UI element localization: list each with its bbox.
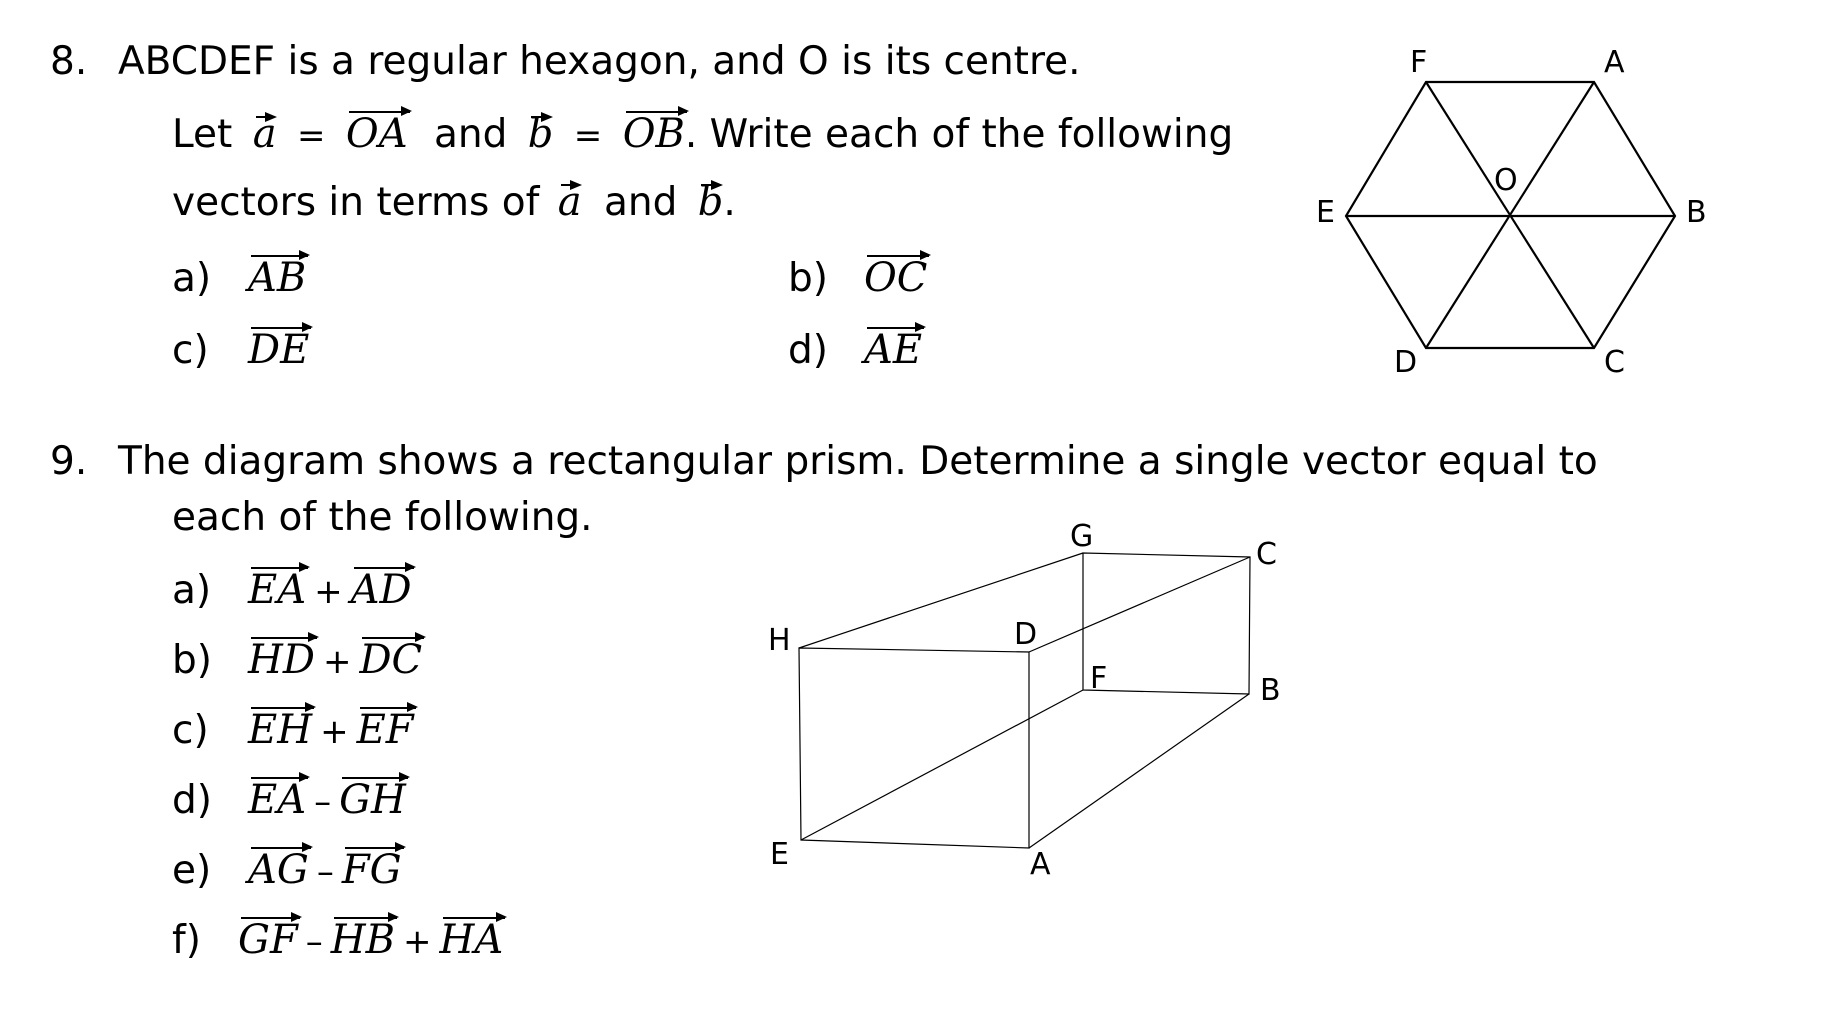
q9-part-f-term-2: HB bbox=[331, 912, 400, 964]
q9-part-d-term-2: GH bbox=[339, 772, 410, 824]
q9-part-a-term-2: AD bbox=[351, 562, 416, 614]
q8-part-a: a) AB bbox=[172, 250, 311, 303]
vector-a-symbol: a bbox=[252, 111, 277, 157]
q8-part-d: d) AE bbox=[788, 322, 927, 375]
q9-line1: 9. The diagram shows a rectangular prism.… bbox=[50, 438, 1598, 486]
prism-label-D: D bbox=[1014, 617, 1037, 652]
q8-part-b-label: b) bbox=[788, 256, 828, 301]
hexagon-label-B: B bbox=[1686, 195, 1707, 230]
q8-line3: vectors in terms of a and b. bbox=[172, 178, 736, 227]
prism-back-face bbox=[1082, 552, 1251, 695]
hexagon-label-O: O bbox=[1494, 163, 1518, 198]
prism-label-B: B bbox=[1260, 673, 1281, 708]
q9-part-e-term-1: AG bbox=[248, 842, 313, 894]
q9-part-a-label: a) bbox=[172, 568, 212, 613]
q8-statement: ABCDEF is a regular hexagon, and O is it… bbox=[118, 39, 1081, 84]
q9-part-e-op-1: – bbox=[316, 852, 334, 892]
vector-OB: OB bbox=[623, 106, 690, 158]
q9-part-c-label: c) bbox=[172, 708, 209, 753]
vector-b-symbol-2: b bbox=[697, 179, 724, 225]
q9-part-d-label: d) bbox=[172, 778, 212, 823]
vector-OA: OA bbox=[346, 106, 412, 158]
q9-part-b-term-1: HD bbox=[248, 632, 319, 684]
q8-part-a-label: a) bbox=[172, 256, 212, 301]
hexagon-label-F: F bbox=[1410, 45, 1427, 80]
q8-period: . bbox=[723, 180, 736, 225]
q9-statement: The diagram shows a rectangular prism. D… bbox=[118, 439, 1598, 484]
prism-edge-HG bbox=[798, 552, 1084, 649]
q8-line2: Let a = OA and b = OB. Write each of the… bbox=[172, 106, 1233, 160]
q8-part-c-label: c) bbox=[172, 328, 209, 373]
hexagon-label-D: D bbox=[1394, 345, 1417, 380]
q9-line2: each of the following. bbox=[172, 494, 593, 542]
q9-part-c-term-2: EF bbox=[357, 702, 418, 754]
q8-write-text: . Write each of the following bbox=[684, 112, 1234, 157]
q8-part-d-vector: AE bbox=[864, 322, 927, 374]
q9-statement-2: each of the following. bbox=[172, 495, 593, 540]
q8-part-b: b) OC bbox=[788, 250, 932, 303]
prism-edge-DC bbox=[1028, 556, 1251, 653]
q8-part-a-vector: AB bbox=[248, 250, 311, 302]
q9-part-a-term-1: EA bbox=[248, 562, 311, 614]
q8-number: 8. bbox=[50, 39, 88, 84]
q9-part-f-op-2: + bbox=[403, 922, 432, 962]
q9-part-b-label: b) bbox=[172, 638, 212, 683]
hexagon-label-C: C bbox=[1604, 345, 1625, 380]
hexagon-diagonal-AD bbox=[1425, 81, 1595, 349]
q9-part-c-term-1: EH bbox=[248, 702, 317, 754]
q9-part-f-term-1: GF bbox=[238, 912, 302, 964]
q9-part-e: e) AG–FG bbox=[172, 842, 406, 896]
vector-b-symbol: b bbox=[527, 111, 554, 157]
q8-terms-text: vectors in terms of bbox=[172, 180, 540, 225]
q8-part-b-vector: OC bbox=[864, 250, 932, 302]
q9-part-f-op-1: – bbox=[305, 922, 323, 962]
q9-part-c: c) EH+EF bbox=[172, 702, 418, 756]
q9-part-e-label: e) bbox=[172, 848, 212, 893]
q8-part-c-vector: DE bbox=[248, 322, 314, 374]
prism-edge-EF bbox=[800, 689, 1084, 841]
q9-part-f: f) GF–HB+HA bbox=[172, 912, 508, 966]
q9-part-d-op-1: – bbox=[314, 782, 332, 822]
q9-part-f-label: f) bbox=[172, 918, 201, 963]
prism-label-F: F bbox=[1090, 661, 1107, 696]
vector-a-symbol-2: a bbox=[557, 179, 582, 225]
prism-label-C: C bbox=[1256, 537, 1277, 572]
prism-edge-AB bbox=[1028, 693, 1250, 849]
hexagon-label-E: E bbox=[1316, 195, 1335, 230]
q9-part-c-op-1: + bbox=[320, 712, 349, 752]
q9-part-d-term-1: EA bbox=[248, 772, 311, 824]
q9-part-a-op-1: + bbox=[314, 572, 343, 612]
q8-line1: 8. ABCDEF is a regular hexagon, and O is … bbox=[50, 38, 1081, 86]
q9-part-b-term-2: DC bbox=[359, 632, 426, 684]
q8-part-d-label: d) bbox=[788, 328, 828, 373]
prism-front-face bbox=[798, 647, 1030, 849]
q8-equals-2: = bbox=[573, 116, 603, 156]
q8-part-c: c) DE bbox=[172, 322, 314, 375]
prism-label-G: G bbox=[1070, 519, 1093, 554]
q8-and-text-2: and bbox=[603, 180, 678, 225]
q9-part-d: d) EA–GH bbox=[172, 772, 410, 826]
q9-part-f-term-3: HA bbox=[440, 912, 508, 964]
prism-label-A: A bbox=[1030, 847, 1051, 882]
q8-and-text-1: and bbox=[434, 112, 508, 157]
q9-part-a: a) EA+AD bbox=[172, 562, 416, 616]
hexagon-diagonal-FC bbox=[1425, 81, 1595, 349]
q8-equals-1: = bbox=[297, 116, 326, 156]
q9-part-b-op-1: + bbox=[322, 642, 352, 682]
q9-number: 9. bbox=[50, 439, 88, 484]
q8-let-text: Let bbox=[172, 112, 233, 157]
hexagon-outline bbox=[1344, 80, 1677, 350]
prism-label-E: E bbox=[770, 837, 789, 872]
prism-label-H: H bbox=[768, 623, 791, 658]
hexagon-label-A: A bbox=[1604, 45, 1625, 80]
q9-part-b: b) HD+DC bbox=[172, 632, 426, 686]
q9-part-e-term-2: FG bbox=[342, 842, 406, 894]
